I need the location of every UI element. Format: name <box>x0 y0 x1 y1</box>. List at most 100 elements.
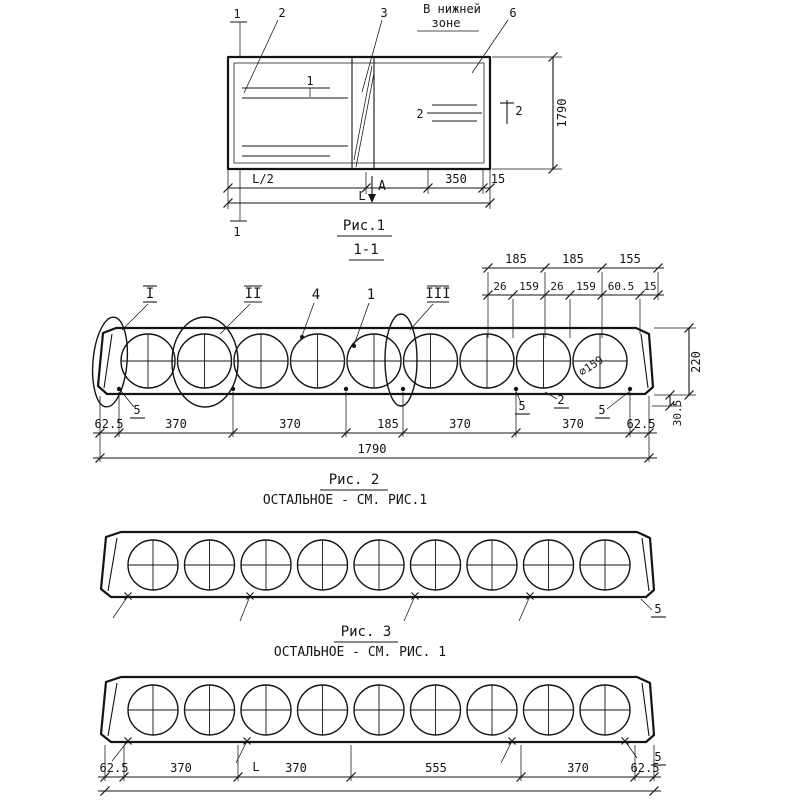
dim-label-220: 220 <box>689 351 703 373</box>
dim-label-length: L <box>358 189 365 203</box>
fig3-note: ОСТАЛЬНОЕ - СМ. РИС. 1 <box>274 645 446 660</box>
position-mark-5: 5 <box>598 403 605 417</box>
dim-label: 62.5 <box>627 417 656 431</box>
hollow-core <box>522 539 575 591</box>
dim-label: 370 <box>170 761 192 775</box>
dim-label: 159 <box>519 280 539 293</box>
detail-circle-i <box>91 316 129 408</box>
dim-label: 62.5 <box>631 761 660 775</box>
fig1-plan-view: 1 2 2 1 2 3 В нижней зоне 6 1790 <box>222 2 569 261</box>
bottom-position-marks: 5 5 2 5 <box>120 390 631 419</box>
detail-circle-ii <box>171 316 239 408</box>
section-a-label: А <box>378 179 386 194</box>
hollow-core <box>120 333 176 389</box>
position-mark-2: 2 <box>278 6 285 20</box>
hollow-core <box>346 333 402 389</box>
section-a-arrow <box>368 194 376 203</box>
dim-label: 159 <box>576 280 596 293</box>
dim-label: 370 <box>285 761 307 775</box>
detail-mark-ii: II <box>245 286 262 302</box>
hollow-core <box>353 539 405 591</box>
note-bottom-zone-line2: зоне <box>432 16 461 30</box>
detail-circle-iii <box>384 313 418 407</box>
hollow-core <box>466 539 518 591</box>
rebar-right: 2 <box>416 104 482 122</box>
section-mark-2: 2 <box>500 100 523 124</box>
rebar-left: 1 <box>242 74 348 157</box>
hollow-core <box>579 539 631 591</box>
detail-mark-i: I <box>146 286 154 302</box>
position-mark-5: 5 <box>518 399 525 413</box>
fig2-title: Рис. 2 <box>329 472 380 488</box>
hollow-core <box>296 684 349 736</box>
detail-callouts: I II 4 1 III <box>121 285 451 348</box>
hollow-core <box>240 684 292 736</box>
position-mark-5: 5 <box>654 602 661 616</box>
dim-label: 370 <box>165 417 187 431</box>
section-mark-1-bottom: 1 <box>230 169 247 239</box>
hollow-core <box>402 333 459 389</box>
fig2-note: ОСТАЛЬНОЕ - СМ. РИС.1 <box>263 493 427 508</box>
dim-label: 185 <box>377 417 399 431</box>
dim-label: 62.5 <box>95 417 124 431</box>
hollow-core <box>183 684 236 736</box>
dim-label: 26 <box>550 280 563 293</box>
hollow-core <box>353 684 405 736</box>
dim-width-1790: 1790 <box>492 51 569 175</box>
dim-label: 555 <box>425 761 447 775</box>
fig3-title: Рис. 3 <box>341 624 392 640</box>
dim-label: 62.5 <box>100 761 129 775</box>
dim-label-350: 350 <box>445 172 467 186</box>
dims-bottom: 62.5 370 L 370 555 370 62.5 <box>98 745 661 797</box>
hollow-core <box>409 684 462 736</box>
bar-mark-1: 1 <box>306 74 313 88</box>
fig2-section: I II 4 1 III 185 185 155 26 159 26 159 6… <box>91 252 703 508</box>
hollow-core <box>515 333 572 389</box>
position-mark-5: 5 <box>654 750 661 764</box>
core-diameter-label: ∅159 <box>576 353 605 378</box>
fig1-title: Рис.1 <box>343 218 385 234</box>
fig4-section: 5 62.5 370 L 370 555 370 62.5 <box>98 675 666 797</box>
hollow-core <box>183 539 236 591</box>
hollow-core <box>459 333 515 389</box>
dim-label: 370 <box>562 417 584 431</box>
section-cut-band <box>351 57 375 169</box>
section-mark-1-bottom-label: 1 <box>233 225 240 239</box>
panel-outline <box>99 530 656 599</box>
dim-label: 370 <box>279 417 301 431</box>
dims-right: 220 30.5 <box>652 322 703 426</box>
dim-label: 155 <box>619 252 641 266</box>
fig3-section: 5 Рис. 3 ОСТАЛЬНОЕ - СМ. РИС. 1 <box>99 530 666 660</box>
top-callouts: 1 2 3 В нижней зоне 6 <box>230 2 517 94</box>
fig2-section-title: 1-1 <box>353 242 378 258</box>
hollow-core <box>522 684 575 736</box>
panel-outline <box>96 326 655 396</box>
hollow-core <box>296 539 349 591</box>
hollow-core <box>240 539 292 591</box>
position-mark-6: 6 <box>509 6 516 20</box>
hollow-core <box>233 333 289 389</box>
dim-label: 26 <box>493 280 506 293</box>
dims-top: 185 185 155 26 159 26 159 60.5 15 <box>482 252 664 338</box>
section-mark-2-label: 2 <box>515 104 522 118</box>
dim-label-15: 15 <box>491 172 505 186</box>
dim-label: 370 <box>567 761 589 775</box>
hollow-core <box>127 539 179 591</box>
panel-outline <box>99 675 656 744</box>
dims-bottom: L/2 350 15 А L <box>222 169 505 209</box>
section-mark-1-top: 1 <box>233 7 240 21</box>
panel-outline <box>226 55 492 171</box>
dim-label-total-1790: 1790 <box>358 442 387 456</box>
hollow-core <box>289 333 346 389</box>
detail-mark-iii: III <box>425 286 450 302</box>
position-mark-4: 4 <box>312 287 320 303</box>
hollow-core <box>409 539 462 591</box>
position-mark-2: 2 <box>557 393 564 407</box>
hollow-core <box>127 684 179 736</box>
dim-label: 370 <box>449 417 471 431</box>
dim-label-L: L <box>252 760 259 774</box>
position-mark-5: 5 <box>133 403 140 417</box>
dims-bottom: 62.5 370 370 185 370 370 62.5 1790 <box>93 392 657 464</box>
